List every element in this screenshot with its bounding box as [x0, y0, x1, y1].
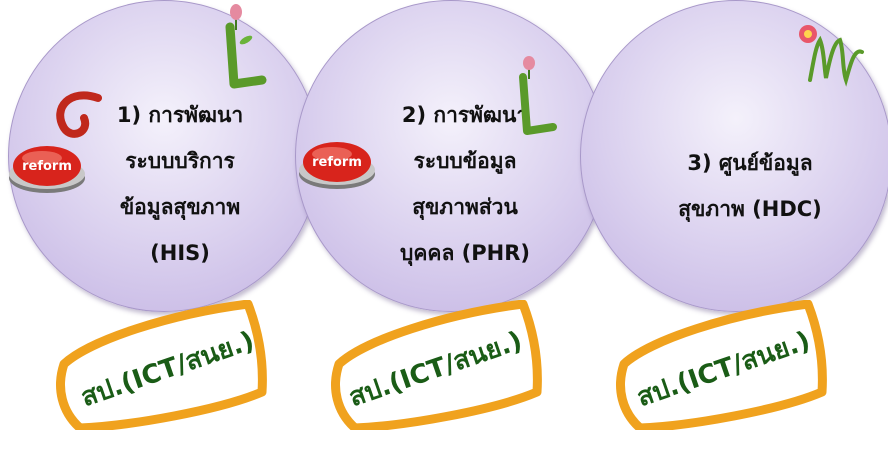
line: (HIS): [150, 241, 210, 265]
red-swirl-icon: [56, 91, 102, 138]
reform-label: reform: [312, 155, 362, 170]
line: 3) ศูนย์ข้อมูล: [687, 151, 813, 175]
circle-hdc: [580, 0, 888, 312]
tag-frame: [331, 300, 542, 430]
circle-text-hdc: 3) ศูนย์ข้อมูล สุขภาพ (HDC): [650, 140, 850, 232]
line: ระบบข้อมูล: [413, 149, 517, 173]
line: 1) การพัฒนา: [116, 103, 244, 127]
circle-text-phr: 2) การพัฒนา ระบบข้อมูล สุขภาพส่วน บุคคล …: [380, 92, 550, 276]
tag-frame: [56, 300, 267, 430]
reform-button-icon: reform: [299, 142, 375, 189]
line: ข้อมูลสุขภาพ: [119, 195, 241, 219]
flower-letter-l-icon: [519, 56, 557, 135]
line: บุคคล (PHR): [400, 241, 530, 265]
circle-text-his: 1) การพัฒนา ระบบบริการ ข้อมูลสุขภาพ (HIS…: [90, 92, 270, 276]
reform-label: reform: [22, 159, 72, 174]
tag-frame: [616, 300, 827, 430]
line: สุขภาพ (HDC): [678, 197, 822, 221]
flower-letter-l-icon: [225, 4, 267, 89]
reform-button-icon: reform: [9, 146, 85, 193]
line: ระบบบริการ: [125, 149, 235, 173]
line: สุขภาพส่วน: [412, 195, 518, 219]
flower-letter-m-icon: [799, 25, 864, 87]
line: 2) การพัฒนา: [401, 103, 529, 127]
